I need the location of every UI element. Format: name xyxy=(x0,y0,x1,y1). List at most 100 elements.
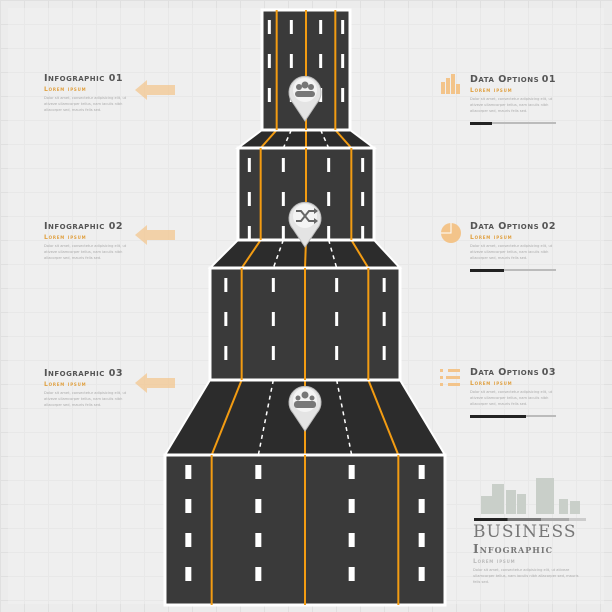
pie-chart-icon xyxy=(441,223,461,243)
lane-dash xyxy=(335,346,339,360)
item-title: Data Options xyxy=(470,74,540,85)
lane-dash xyxy=(327,226,331,240)
lane-line xyxy=(350,239,370,269)
arrow-left-icon xyxy=(135,373,175,393)
lane-line xyxy=(282,129,293,149)
item-subtitle: Lorem ipsum xyxy=(470,234,513,241)
lane-dash xyxy=(185,499,192,513)
lane-dash xyxy=(418,465,425,479)
lane-dash xyxy=(361,226,365,240)
list-icon xyxy=(440,369,460,386)
lane-dash xyxy=(271,278,275,292)
progress-bar xyxy=(470,268,556,272)
lane-dash xyxy=(341,54,345,68)
item-subtitle: Lorem ipsum xyxy=(470,380,513,387)
lane-dash xyxy=(335,278,339,292)
lane-dash xyxy=(418,533,425,547)
lane-dash xyxy=(185,533,192,547)
lane-dash xyxy=(319,20,323,34)
business-divider xyxy=(474,518,586,521)
lane-dash xyxy=(255,533,262,547)
business-title: Business xyxy=(473,522,577,542)
lane-line xyxy=(210,379,243,456)
lane-dash xyxy=(224,312,228,326)
lane-dash xyxy=(418,499,425,513)
item-body: Dolor sit amet, consectetur adipisicing … xyxy=(470,244,553,260)
lane-dash xyxy=(361,158,365,172)
item-subtitle: Lorem ipsum xyxy=(470,87,513,94)
item-number: 02 xyxy=(541,221,556,232)
lane-dash xyxy=(267,88,271,102)
lane-dash xyxy=(281,192,285,206)
business-tagline: Lorem ipsum xyxy=(473,558,516,565)
item-title: Infographic 01 xyxy=(44,73,123,84)
lane-line xyxy=(272,239,285,269)
lane-dash xyxy=(341,20,345,34)
business-title-block: Business Infographic Lorem ipsum Dolor s… xyxy=(473,522,583,585)
lane-dash xyxy=(382,346,386,360)
lane-line xyxy=(327,239,338,269)
lane-dash xyxy=(382,312,386,326)
lane-dash xyxy=(327,192,331,206)
lane-dash xyxy=(224,346,228,360)
lane-dash xyxy=(348,465,355,479)
lane-line xyxy=(240,239,262,269)
lane-dash xyxy=(418,567,425,581)
item-body: Dolor sit amet, consectetur adipisicing … xyxy=(44,244,127,260)
item-body: Dolor sit amet, consectetur adipisicing … xyxy=(470,97,553,113)
left-item-2: Infographic 02 Lorem ipsum Dolor sit ame… xyxy=(44,221,132,261)
lane-dash xyxy=(281,226,285,240)
arrow-left-icon xyxy=(135,225,175,245)
shuffle-icon xyxy=(288,201,322,248)
lane-dash xyxy=(289,20,293,34)
left-item-1: Infographic 01 Lorem ipsum Dolor sit ame… xyxy=(44,73,132,113)
bar-chart-icon xyxy=(441,74,460,94)
item-number: 01 xyxy=(541,74,556,85)
lane-dash xyxy=(255,465,262,479)
item-title: Infographic 03 xyxy=(44,368,123,379)
arrow-left-icon xyxy=(135,80,175,100)
lane-dash xyxy=(271,346,275,360)
item-body: Dolor sit amet, consectetur adipisicing … xyxy=(44,96,127,112)
lane-dash xyxy=(341,88,345,102)
lane-dash xyxy=(247,226,251,240)
lane-dash xyxy=(327,158,331,172)
city-skyline-icon xyxy=(481,478,580,514)
lane-line xyxy=(367,379,400,456)
progress-bar xyxy=(470,121,556,125)
lane-dash xyxy=(348,499,355,513)
left-item-3: Infographic 03 Lorem ipsum Dolor sit ame… xyxy=(44,368,132,408)
item-body: Dolor sit amet, consectetur adipisicing … xyxy=(44,391,127,407)
group-icon xyxy=(288,75,322,122)
lane-dash xyxy=(382,278,386,292)
lane-dash xyxy=(247,192,251,206)
lane-dash xyxy=(348,533,355,547)
lane-dash xyxy=(319,54,323,68)
lane-dash xyxy=(281,158,285,172)
business-body: Dolor sit amet, consectetur adipisicing … xyxy=(473,568,579,584)
item-number: 03 xyxy=(541,367,556,378)
lane-dash xyxy=(289,54,293,68)
lane-dash xyxy=(335,312,339,326)
progress-bar xyxy=(470,414,556,418)
lane-dash xyxy=(255,499,262,513)
item-title: Data Options xyxy=(470,367,540,378)
lane-dash xyxy=(255,567,262,581)
item-subtitle: Lorem ipsum xyxy=(44,86,87,93)
lane-dash xyxy=(185,465,192,479)
lane-dash xyxy=(247,158,251,172)
business-subtitle: Infographic xyxy=(473,542,553,556)
item-subtitle: Lorem ipsum xyxy=(44,381,87,388)
lane-line xyxy=(319,129,330,149)
lane-dash xyxy=(271,312,275,326)
lane-line xyxy=(334,129,353,149)
lane-dash xyxy=(361,192,365,206)
item-subtitle: Lorem ipsum xyxy=(44,234,87,241)
item-title: Data Options xyxy=(470,221,540,232)
lane-line xyxy=(259,129,278,149)
lane-dash xyxy=(348,567,355,581)
